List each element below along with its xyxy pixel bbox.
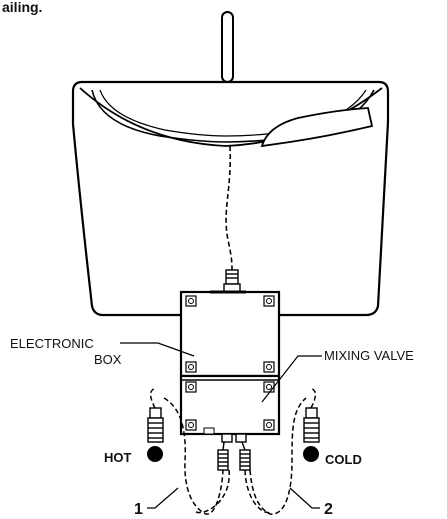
label-hot: HOT xyxy=(104,450,132,465)
label-cold: COLD xyxy=(325,452,362,467)
cold-indicator-dot xyxy=(303,446,319,462)
mixing-valve xyxy=(179,374,281,436)
callout-1: 1 xyxy=(134,501,143,518)
supply-hoses xyxy=(149,387,317,515)
hot-supply-fitting xyxy=(147,407,164,443)
label-electronic-box-line2: BOX xyxy=(94,352,122,367)
sink-basin xyxy=(71,80,390,317)
callout-2: 2 xyxy=(324,501,333,518)
box-connector xyxy=(223,269,241,293)
electronic-box xyxy=(179,290,281,378)
valve-outlets xyxy=(217,433,251,471)
header-fragment: ailing. xyxy=(2,0,42,15)
label-mixing-valve: MIXING VALVE xyxy=(324,348,414,363)
label-electronic-box-line1: ELECTRONIC xyxy=(10,336,94,351)
leader-lines xyxy=(120,342,322,509)
cold-supply-fitting xyxy=(303,407,320,443)
hot-indicator-dot xyxy=(147,446,163,462)
